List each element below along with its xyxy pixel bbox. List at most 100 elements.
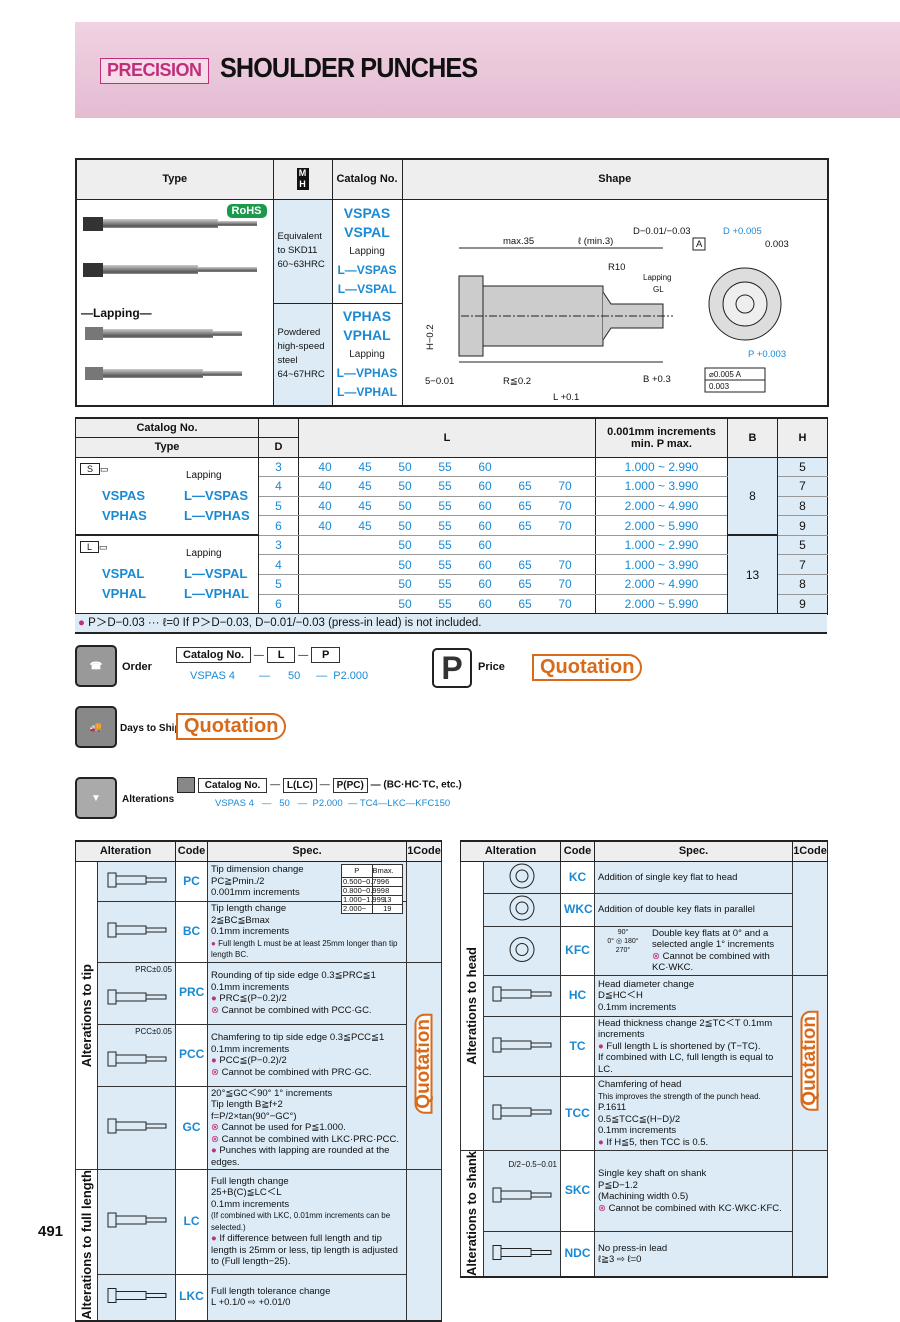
d-value: 5 bbox=[258, 574, 299, 595]
code-cell: TCC bbox=[560, 1076, 595, 1151]
order-format: Catalog No. — L — P bbox=[176, 647, 341, 663]
page-title: SHOULDER PUNCHES bbox=[220, 52, 478, 83]
wkc-diagram-icon bbox=[509, 895, 535, 921]
code-header: Code bbox=[560, 840, 595, 862]
shape-header: Shape bbox=[401, 158, 829, 200]
label-datum-d: D +0.005 bbox=[723, 226, 762, 237]
header-band bbox=[75, 22, 900, 118]
d-value: 5 bbox=[258, 495, 299, 517]
quotation-cell: Quotation bbox=[792, 975, 828, 1151]
alteration-diagram bbox=[483, 893, 561, 927]
alterations-example: VSPAS 4 — 50 — P2.000 — TC4—LKC—KFC150 bbox=[215, 798, 451, 809]
phone-icon: ☎ bbox=[75, 645, 117, 687]
hc-diagram-icon bbox=[492, 986, 552, 1002]
alterations-label: Alterations bbox=[122, 794, 175, 805]
label-p: P +0.003 bbox=[748, 349, 786, 360]
code-cell: LC bbox=[175, 1169, 208, 1275]
spec-cell: Addition of double key flats in parallel bbox=[594, 893, 793, 927]
label-lmin: ℓ (min.3) bbox=[578, 236, 613, 247]
onecode-quotation: Quotation bbox=[413, 1014, 434, 1114]
punch-image bbox=[85, 366, 103, 380]
label-max35: max.35 bbox=[503, 236, 534, 247]
onecode-header: 1Code bbox=[406, 840, 442, 862]
code-cell: PRC bbox=[175, 961, 208, 1025]
label-h: H−0.2 bbox=[425, 324, 436, 350]
group-label: Alterations to shank bbox=[460, 1149, 484, 1278]
label-five: 5−0.01 bbox=[425, 376, 454, 387]
label-dtol: D−0.01/−0.03 bbox=[633, 226, 691, 237]
material-spec: Powdered high-speed steel 64~67HRC bbox=[272, 302, 333, 407]
lapping-label: —Lapping— bbox=[81, 305, 152, 320]
prc-diagram-icon bbox=[107, 989, 166, 1005]
group-label: Alterations to tip bbox=[75, 860, 98, 1170]
label-perp: ⌀0.005 A bbox=[709, 370, 742, 379]
order-label: Order bbox=[122, 661, 152, 673]
b-value: 8 bbox=[727, 456, 778, 537]
punch-image bbox=[83, 216, 103, 231]
p-range: 1.000 ~ 3.990 bbox=[595, 476, 728, 497]
order-example: VSPAS 4—50—P2.000 bbox=[190, 670, 369, 682]
price-quotation: Quotation bbox=[532, 654, 643, 681]
code-cell: GC bbox=[175, 1085, 208, 1170]
label-l: L +0.1 bbox=[553, 392, 579, 403]
d-value: 4 bbox=[258, 476, 299, 497]
drill-icon: ▼ bbox=[75, 777, 117, 819]
alteration-diagram bbox=[97, 1085, 176, 1170]
p-range: 2.000 ~ 4.990 bbox=[595, 574, 728, 595]
alteration-diagram bbox=[483, 860, 561, 894]
alteration-header: Alteration bbox=[460, 840, 561, 862]
punch-image bbox=[83, 262, 103, 277]
alteration-diagram bbox=[97, 901, 176, 963]
code-cell: PCC bbox=[175, 1023, 208, 1087]
label-flatness: 0.003 bbox=[709, 382, 730, 391]
code-header: Code bbox=[175, 840, 208, 862]
quotation-cell: Quotation bbox=[406, 961, 442, 1170]
group-label: Alterations to full length bbox=[75, 1169, 98, 1321]
price-label: Price bbox=[478, 661, 505, 673]
d-value: 4 bbox=[258, 554, 299, 576]
code-cell: LKC bbox=[175, 1273, 208, 1322]
b-header: B bbox=[727, 417, 778, 458]
d-header: D bbox=[258, 436, 299, 458]
alteration-diagram bbox=[483, 1015, 561, 1077]
skc-diagram-icon bbox=[492, 1187, 552, 1203]
tcc-diagram-icon bbox=[492, 1104, 552, 1120]
alteration-diagram bbox=[97, 860, 176, 902]
onecode-quotation: Quotation bbox=[799, 1011, 820, 1112]
spec-cell: Addition of single key flat to head bbox=[594, 860, 793, 894]
catalog-header: Catalog No. bbox=[331, 158, 403, 200]
b-value: 13 bbox=[727, 534, 778, 615]
price-icon: P bbox=[432, 648, 472, 688]
alteration-diagram bbox=[97, 1273, 176, 1322]
lkc-diagram-icon bbox=[107, 1287, 166, 1303]
type-images: RoHS —Lapping— bbox=[75, 198, 274, 407]
alteration-diagram: D/2−0.5−0.01 bbox=[483, 1149, 561, 1233]
h-value: 8 bbox=[777, 574, 828, 595]
alteration-diagram bbox=[483, 1076, 561, 1151]
alteration-diagram: PRC±0.05 bbox=[97, 961, 176, 1025]
